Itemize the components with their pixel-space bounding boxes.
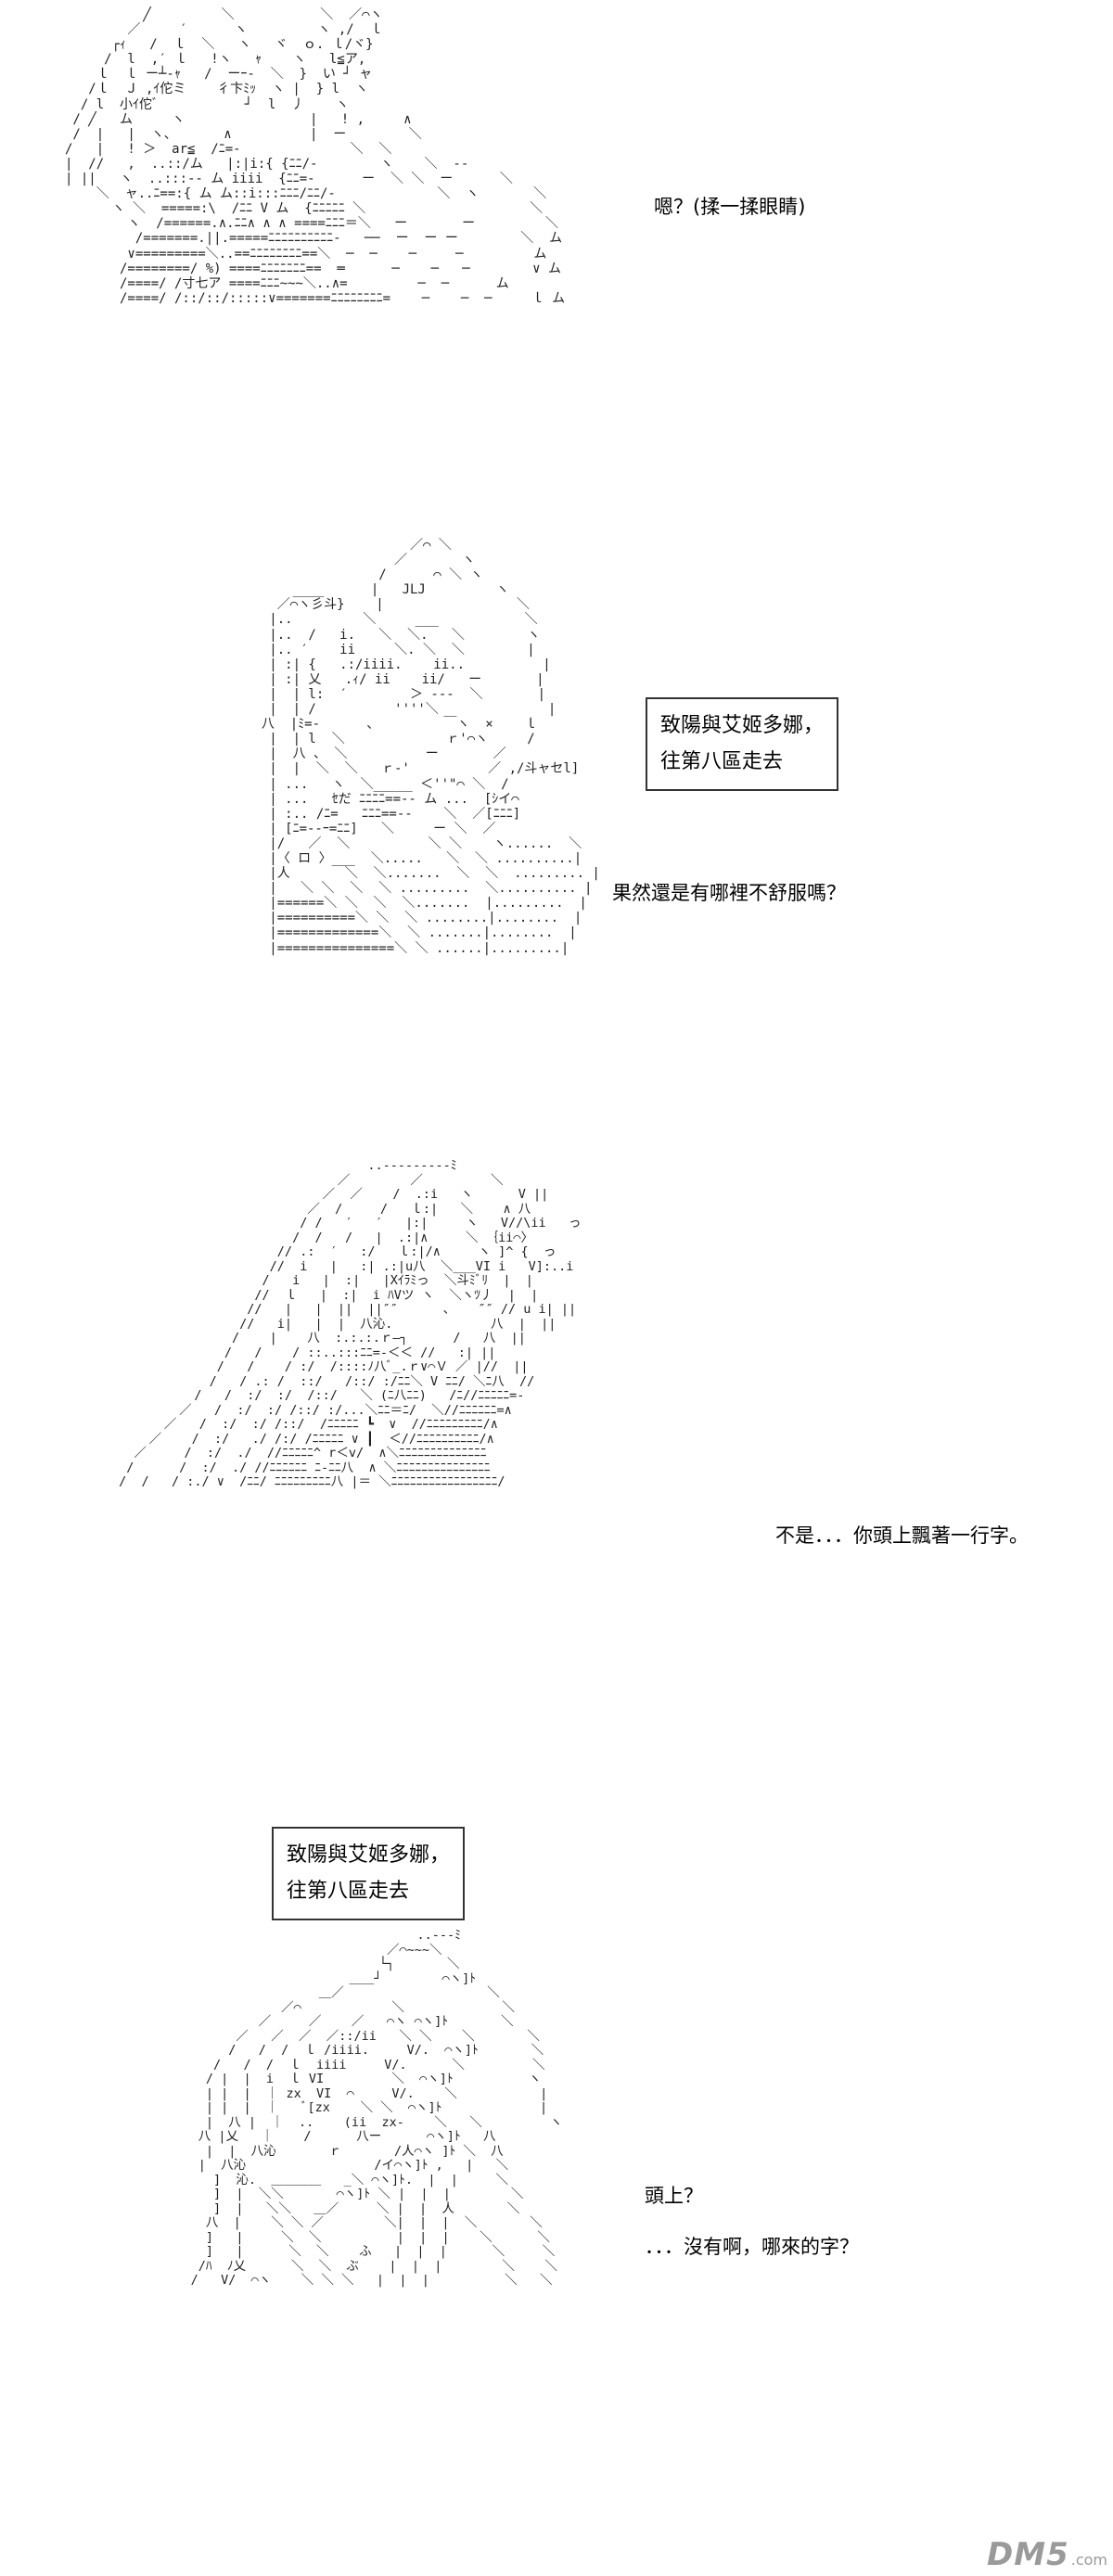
panel-2: ／⌒ ＼ ／ ヽ / ⌒ ＼ ヽ ____ | JLJ ヽ ／⌒ヽ彡斗} | ＼… <box>0 519 1113 1131</box>
watermark-brand: DM5 <box>987 2536 1069 2573</box>
panel-4: 致陽與艾姬多娜， 往第八區走去 ..---ﾐ ／⌒~~~＼ └┐ ＼ ＿＿┘ ⌒… <box>0 1780 1113 2576</box>
ascii-art-girl-touching-head: ..---ﾐ ／⌒~~~＼ └┐ ＼ ＿＿┘ ⌒ヽ]ﾄ ＿／ ＼ ／⌒ <box>190 1928 563 2289</box>
ascii-art-boy-with-scarf: ／⌒ ＼ ／ ヽ / ⌒ ＼ ヽ ____ | JLJ ヽ ／⌒ヽ彡斗} | ＼… <box>261 538 600 956</box>
site-watermark-logo: DM5 .com <box>987 2533 1107 2570</box>
ascii-art-girl-rubbing-eyes: ╱ ＼ ＼ ／⌒ヽ ／ ′ ヽ ヽ ,/ ｌ ┌ｨ / ｌ ＼ ヽ ヾ ｏ. ｌ… <box>65 7 566 306</box>
dialogue-text: 頭上？ <box>645 2185 703 2207</box>
panel-1: ╱ ＼ ＼ ／⌒ヽ ／ ′ ヽ ヽ ,/ ｌ ┌ｨ / ｌ ＼ ヽ ヾ ｏ. ｌ… <box>0 0 1113 519</box>
panel-3: ..---------ﾐ ／ ／ ＼ ／ ／ / .:i ヽ V || ／ / … <box>0 1131 1113 1780</box>
narration-line-1: 致陽與艾姬多娜， <box>660 714 825 737</box>
dialogue-text: 不是．．．你頭上飄著一行字。 <box>775 1524 1029 1547</box>
dialogue-text: 果然還是有哪裡不舒服嗎？ <box>612 882 846 904</box>
dialogue-text: ．．．沒有啊，哪來的字？ <box>645 2236 859 2258</box>
dialogue-text: 嗯？(揉一揉眼睛) <box>654 196 806 218</box>
narration-box: 致陽與艾姬多娜， 往第八區走去 <box>646 697 839 791</box>
narration-box: 致陽與艾姬多娜， 往第八區走去 <box>272 1827 466 1920</box>
narration-line-1: 致陽與艾姬多娜， <box>287 1843 451 1867</box>
narration-line-2: 往第八區走去 <box>660 749 784 773</box>
ascii-art-long-hair-girl-pointing: ..---------ﾐ ／ ／ ＼ ／ ／ / .:i ヽ V || ／ / … <box>119 1158 582 1490</box>
narration-line-2: 往第八區走去 <box>287 1879 410 1903</box>
watermark-suffix: .com <box>1070 2551 1107 2569</box>
